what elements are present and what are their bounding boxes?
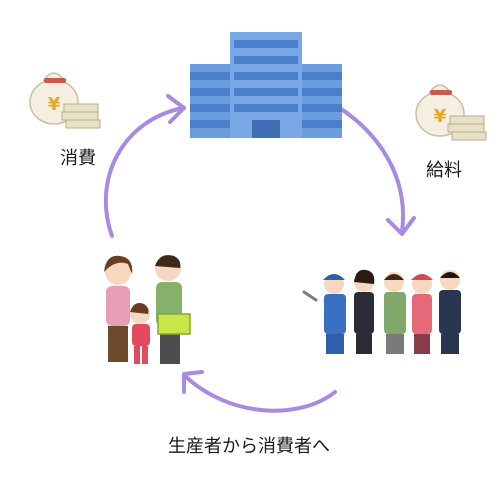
arrow-head-right — [386, 216, 416, 236]
money-bag-icon: ¥ — [29, 72, 101, 129]
label-consumption: 消費 — [60, 148, 96, 169]
svg-text:¥: ¥ — [48, 94, 61, 115]
svg-text:¥: ¥ — [434, 106, 447, 127]
arrow-head-bottom — [182, 370, 204, 394]
workers-group-icon — [302, 269, 461, 354]
label-producer-to-consumer: 生産者から消費者へ — [168, 436, 330, 457]
label-salary: 給料 — [426, 160, 462, 181]
office-building-icon — [190, 32, 342, 138]
arrow-family-to-company — [103, 106, 185, 238]
arrow-workers-to-family — [183, 374, 337, 413]
money-bag-icon: ¥ — [415, 84, 487, 141]
family-shopping-icon — [104, 255, 191, 364]
arrow-head-left — [166, 94, 186, 124]
